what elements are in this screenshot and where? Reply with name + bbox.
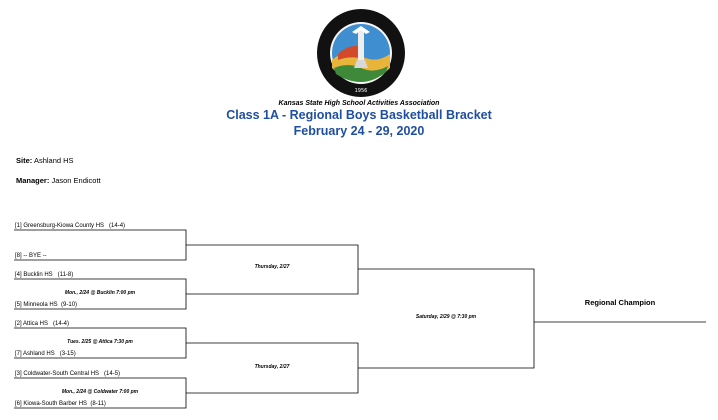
manager-row: Manager: Jason Endicott [16, 176, 101, 185]
manager-label: Manager: [16, 176, 50, 185]
manager-value: Jason Endicott [51, 176, 101, 185]
page-title: Class 1A - Regional Boys Basketball Brac… [226, 108, 492, 122]
team-3: [3] Coldwater-South Central HS (14-5) [15, 371, 121, 377]
game-attica-info: Tues. 2/25 @ Attica 7:30 pm [67, 339, 133, 345]
semifinal-bottom-info: Thursday, 2/27 [254, 364, 290, 370]
team-8: [8] -- BYE -- [15, 253, 47, 259]
site-label: Site: [16, 156, 33, 165]
final-info: Saturday, 2/29 @ 7:30 pm [415, 314, 477, 320]
svg-text:1956: 1956 [355, 88, 368, 94]
team-4: [4] Bucklin HS (11-8) [15, 272, 74, 278]
team-6: [6] Kiowa-South Barber HS (8-11) [15, 401, 106, 407]
game-bucklin-info: Mon., 2/24 @ Bucklin 7:00 pm [64, 290, 136, 296]
team-7: [7] Ashland HS (3-15) [15, 351, 76, 357]
game-coldwater-info: Mon., 2/24 @ Coldwater 7:00 pm [61, 389, 139, 395]
site-row: Site: Ashland HS [16, 156, 74, 165]
page-dates: February 24 - 29, 2020 [293, 124, 425, 138]
organization-name: Kansas State High School Activities Asso… [278, 100, 440, 107]
semifinal-top-info: Thursday, 2/27 [254, 264, 290, 270]
team-1: [1] Greensburg-Kiowa County HS (14-4) [15, 223, 126, 229]
site-value: Ashland HS [33, 156, 74, 165]
regional-champion-label: Regional Champion [584, 298, 656, 307]
khsaa-seal-icon: 1956 [317, 9, 405, 97]
team-5: [5] Minneola HS (9-10) [15, 302, 78, 308]
team-2: [2] Attica HS (14-4) [15, 321, 70, 327]
